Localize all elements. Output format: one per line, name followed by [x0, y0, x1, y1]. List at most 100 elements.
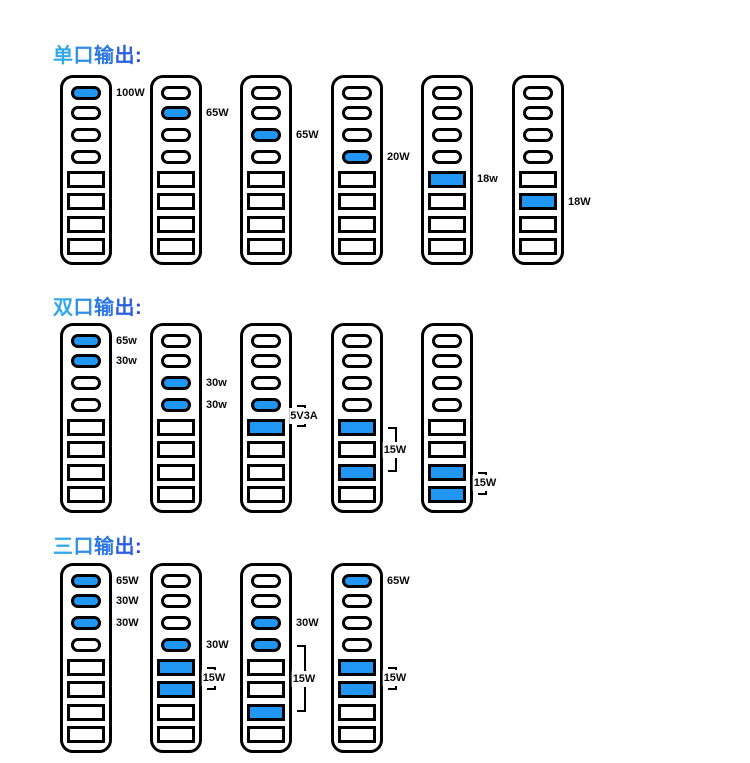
wattage-label: 30w: [116, 355, 137, 367]
usb-a-port: [338, 658, 376, 676]
usb-a-port: [157, 170, 195, 188]
usb-c-port: [342, 573, 372, 588]
bracket-wattage-label: 15W: [201, 670, 227, 687]
combined-output-bracket: 15W: [201, 667, 227, 690]
usb-a-port: [428, 441, 466, 458]
usb-a-port: [338, 170, 376, 188]
usb-c-port: [161, 85, 191, 100]
usb-a-port: [338, 441, 376, 458]
wattage-label: 30W: [206, 639, 229, 651]
usb-c-port: [161, 638, 191, 652]
usb-c-port: [71, 398, 101, 412]
section-title-char: :: [135, 45, 143, 67]
usb-a-port: [247, 726, 285, 743]
section-title-char: :: [135, 297, 143, 319]
usb-a-port: [157, 215, 195, 233]
usb-c-port: [342, 616, 372, 630]
charger-strip: [240, 563, 292, 753]
usb-c-port: [71, 376, 101, 390]
usb-c-port: [71, 128, 101, 142]
usb-a-port: [428, 193, 466, 210]
section-title-char: 输: [94, 45, 115, 67]
charger-strip: [512, 75, 564, 265]
usb-a-port: [67, 441, 105, 458]
usb-a-port: [519, 238, 557, 255]
section-title: 单口输出:: [53, 44, 142, 68]
usb-c-port: [71, 638, 101, 652]
usb-a-port: [428, 418, 466, 436]
usb-a-port: [428, 463, 466, 481]
usb-a-port: [157, 658, 195, 676]
usb-c-port: [432, 85, 462, 100]
usb-c-port: [432, 128, 462, 142]
section-title: 双口输出:: [53, 296, 142, 320]
charger-strip: [60, 563, 112, 753]
usb-c-port: [161, 616, 191, 630]
wattage-label: 20W: [387, 151, 410, 163]
usb-a-port: [338, 238, 376, 255]
usb-a-port: [247, 463, 285, 481]
usb-a-port: [247, 486, 285, 503]
charger-strip: [331, 563, 383, 753]
usb-c-port: [432, 398, 462, 412]
usb-a-port: [67, 681, 105, 698]
charger-strip: [150, 75, 202, 265]
usb-a-port: [247, 238, 285, 255]
usb-a-port: [338, 193, 376, 210]
usb-a-port: [67, 703, 105, 721]
wattage-label: 100W: [116, 86, 145, 99]
usb-a-port: [247, 658, 285, 676]
wattage-label: 18w: [477, 173, 498, 185]
section-title-char: :: [135, 536, 143, 558]
usb-c-port: [251, 398, 281, 412]
usb-c-port: [71, 573, 101, 588]
wattage-label: 65W: [296, 129, 319, 141]
usb-c-port: [523, 128, 553, 142]
usb-a-port: [519, 193, 557, 210]
wattage-label: 30w: [206, 377, 227, 389]
usb-a-port: [338, 681, 376, 698]
wattage-label: 65W: [387, 574, 410, 587]
wattage-label: 30W: [116, 617, 139, 629]
usb-c-port: [432, 354, 462, 368]
usb-c-port: [342, 376, 372, 390]
section-title-char: 三: [53, 536, 74, 558]
usb-a-port: [67, 658, 105, 676]
usb-a-port: [247, 681, 285, 698]
usb-c-port: [161, 594, 191, 608]
charger-strip: [331, 75, 383, 265]
usb-a-port: [157, 463, 195, 481]
usb-c-port: [432, 333, 462, 348]
usb-c-port: [251, 85, 281, 100]
usb-c-port: [71, 150, 101, 164]
combined-output-bracket: 15W: [382, 427, 408, 472]
usb-c-port: [251, 594, 281, 608]
section-title-char: 口: [73, 297, 94, 319]
usb-a-port: [157, 193, 195, 210]
usb-c-port: [161, 398, 191, 412]
wattage-label: 30w: [206, 399, 227, 411]
usb-c-port: [251, 638, 281, 652]
section-title-char: 口: [73, 536, 94, 558]
wattage-label: 18W: [568, 195, 591, 208]
usb-c-port: [342, 638, 372, 652]
usb-a-port: [157, 703, 195, 721]
usb-a-port: [67, 463, 105, 481]
combined-output-bracket: 15W: [382, 667, 408, 690]
charger-strip: [240, 323, 292, 513]
usb-c-port: [161, 376, 191, 390]
usb-c-port: [251, 128, 281, 142]
usb-a-port: [428, 215, 466, 233]
bracket-wattage-label: 15W: [382, 670, 408, 687]
section-title-char: 口: [73, 45, 94, 67]
usb-c-port: [251, 616, 281, 630]
usb-a-port: [338, 486, 376, 503]
usb-a-port: [428, 238, 466, 255]
usb-c-port: [432, 106, 462, 120]
charger-strip: [150, 323, 202, 513]
usb-a-port: [67, 238, 105, 255]
bracket-wattage-label: 15W: [382, 441, 408, 458]
bracket-wattage-label: 15W: [291, 670, 317, 687]
usb-c-port: [432, 150, 462, 164]
combined-output-bracket: 5V3A: [289, 405, 319, 427]
